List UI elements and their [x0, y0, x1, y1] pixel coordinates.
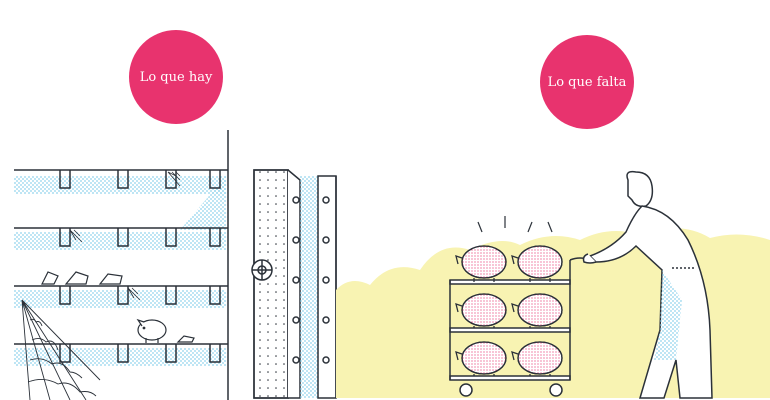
person-icon — [582, 170, 713, 399]
vault-door-icon — [251, 169, 337, 399]
spider-web-icon — [21, 299, 101, 400]
corner-cobweb — [69, 171, 181, 301]
shelving-unit — [14, 130, 229, 400]
crumpled-papers — [41, 271, 195, 343]
vault-bolts — [292, 196, 330, 364]
piggy-bank-icon — [455, 245, 563, 376]
label-badge-missing: Lo que falta — [540, 35, 634, 129]
cart-icon — [449, 257, 591, 397]
shelves — [14, 169, 228, 345]
sparkle-lines — [477, 216, 553, 233]
label-badge-existing: Lo que hay — [129, 30, 223, 124]
shelf-brackets — [59, 170, 221, 363]
piggy-bank-icon — [136, 318, 167, 343]
